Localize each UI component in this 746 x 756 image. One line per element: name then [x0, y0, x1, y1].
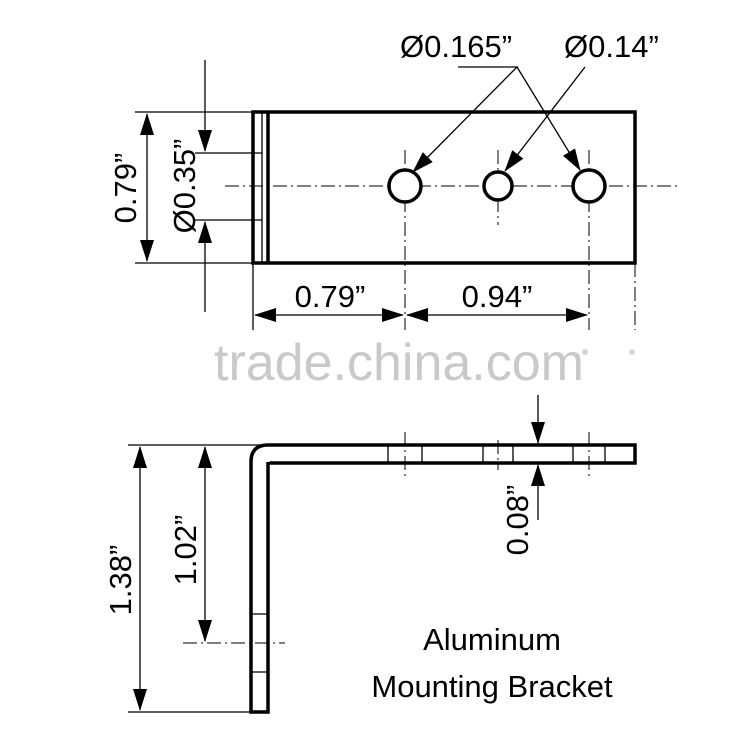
label-inner-height: 1.02”	[168, 515, 203, 586]
side-view: 1.38” 1.02” 0.08”	[103, 395, 637, 714]
label-plate-height: 0.79”	[108, 153, 143, 224]
label-hole-large: Ø0.165”	[400, 29, 512, 64]
hole-small-center	[482, 170, 514, 202]
top-view: Ø0.165” Ø0.14” 0.79” Ø0.35” 0.79” 0.94”	[108, 29, 678, 330]
label-thickness: 0.08”	[500, 485, 535, 556]
leader-large	[412, 66, 519, 173]
title-line-1: Aluminum	[423, 622, 561, 657]
watermark: trade.china.com	[214, 334, 584, 392]
label-hole-spacing: 0.94”	[462, 279, 533, 314]
bracket-profile	[249, 443, 637, 714]
watermark-dot	[582, 349, 588, 355]
label-edge-to-hole: 0.79”	[295, 279, 366, 314]
hole-large-left	[387, 168, 423, 204]
title-line-2: Mounting Bracket	[371, 669, 613, 704]
watermark-dot	[629, 349, 635, 355]
leader-large-right	[516, 66, 581, 171]
leader-small	[504, 66, 586, 172]
label-hole-small: Ø0.14”	[564, 29, 659, 64]
label-side-height: 1.38”	[103, 545, 138, 616]
plate-outline	[251, 110, 637, 265]
label-hole-row-height: Ø0.35”	[167, 139, 202, 234]
hole-large-right	[571, 168, 607, 204]
